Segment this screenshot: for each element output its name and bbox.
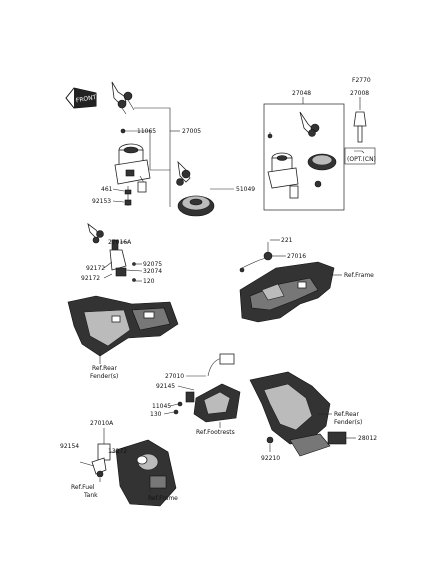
label-ref-frame-2: Ref.Frame (148, 495, 178, 502)
label-92172-a: 92172 (86, 265, 105, 272)
switch-27010A-group (79, 428, 177, 507)
label-ref-rear-fender-2b: Fender(s) (334, 419, 362, 426)
label-ref-frame-1: Ref.Frame (344, 272, 374, 279)
label-221: 221 (281, 237, 293, 244)
switch-27010-group (163, 353, 241, 428)
label-13272: 13272 (108, 448, 127, 455)
label-92210: 92210 (261, 455, 280, 462)
blank-key (344, 97, 376, 165)
label-11045: 11045 (152, 403, 171, 410)
label-51049: 51049 (236, 186, 255, 193)
fuel-cap-assembly (176, 160, 215, 217)
label-27005: 27005 (182, 128, 201, 135)
frame-center (239, 239, 342, 323)
label-ref-footrests: Ref.Footrests (196, 429, 235, 436)
switch-27016A-group (87, 223, 143, 282)
label-27048: 27048 (292, 90, 311, 97)
label-92172-b: 92172 (81, 275, 100, 282)
label-ref-rear-fender-2a: Ref.Rear (334, 411, 359, 418)
label-120: 120 (143, 278, 155, 285)
label-32074: 32074 (143, 268, 162, 275)
label-ref-fuel-tank-a: Ref.Fuel (71, 484, 95, 491)
rear-fender-right (249, 371, 356, 457)
rear-fender-left (67, 295, 179, 364)
label-92154: 92154 (60, 443, 79, 450)
label-27010: 27010 (165, 373, 184, 380)
label-11065: 11065 (137, 128, 156, 135)
label-92145: 92145 (156, 383, 175, 390)
front-label: FRONT (75, 94, 97, 105)
label-f2770: F2770 (352, 77, 371, 84)
label-130: 130 (150, 411, 162, 418)
label-92153: 92153 (92, 198, 111, 205)
lock-set-assembly (267, 111, 337, 199)
label-27010A: 27010A (90, 420, 114, 427)
label-opt-cn: (OPT.(CN) (347, 156, 376, 163)
front-arrow-icon (65, 87, 97, 109)
label-ref-rear-fender-1b: Fender(s) (90, 373, 118, 380)
label-27016: 27016 (287, 253, 306, 260)
label-27008: 27008 (350, 90, 369, 97)
label-28012: 28012 (358, 435, 377, 442)
label-92075: 92075 (143, 261, 162, 268)
label-ref-fuel-tank-b: Tank (83, 492, 98, 499)
label-461: 461 (101, 186, 113, 193)
key-set-box (263, 103, 345, 211)
ignition-switch-assembly (111, 81, 151, 206)
label-ref-rear-fender-1a: Ref.Rear (92, 365, 117, 372)
label-27016A: 27016A (108, 239, 132, 246)
